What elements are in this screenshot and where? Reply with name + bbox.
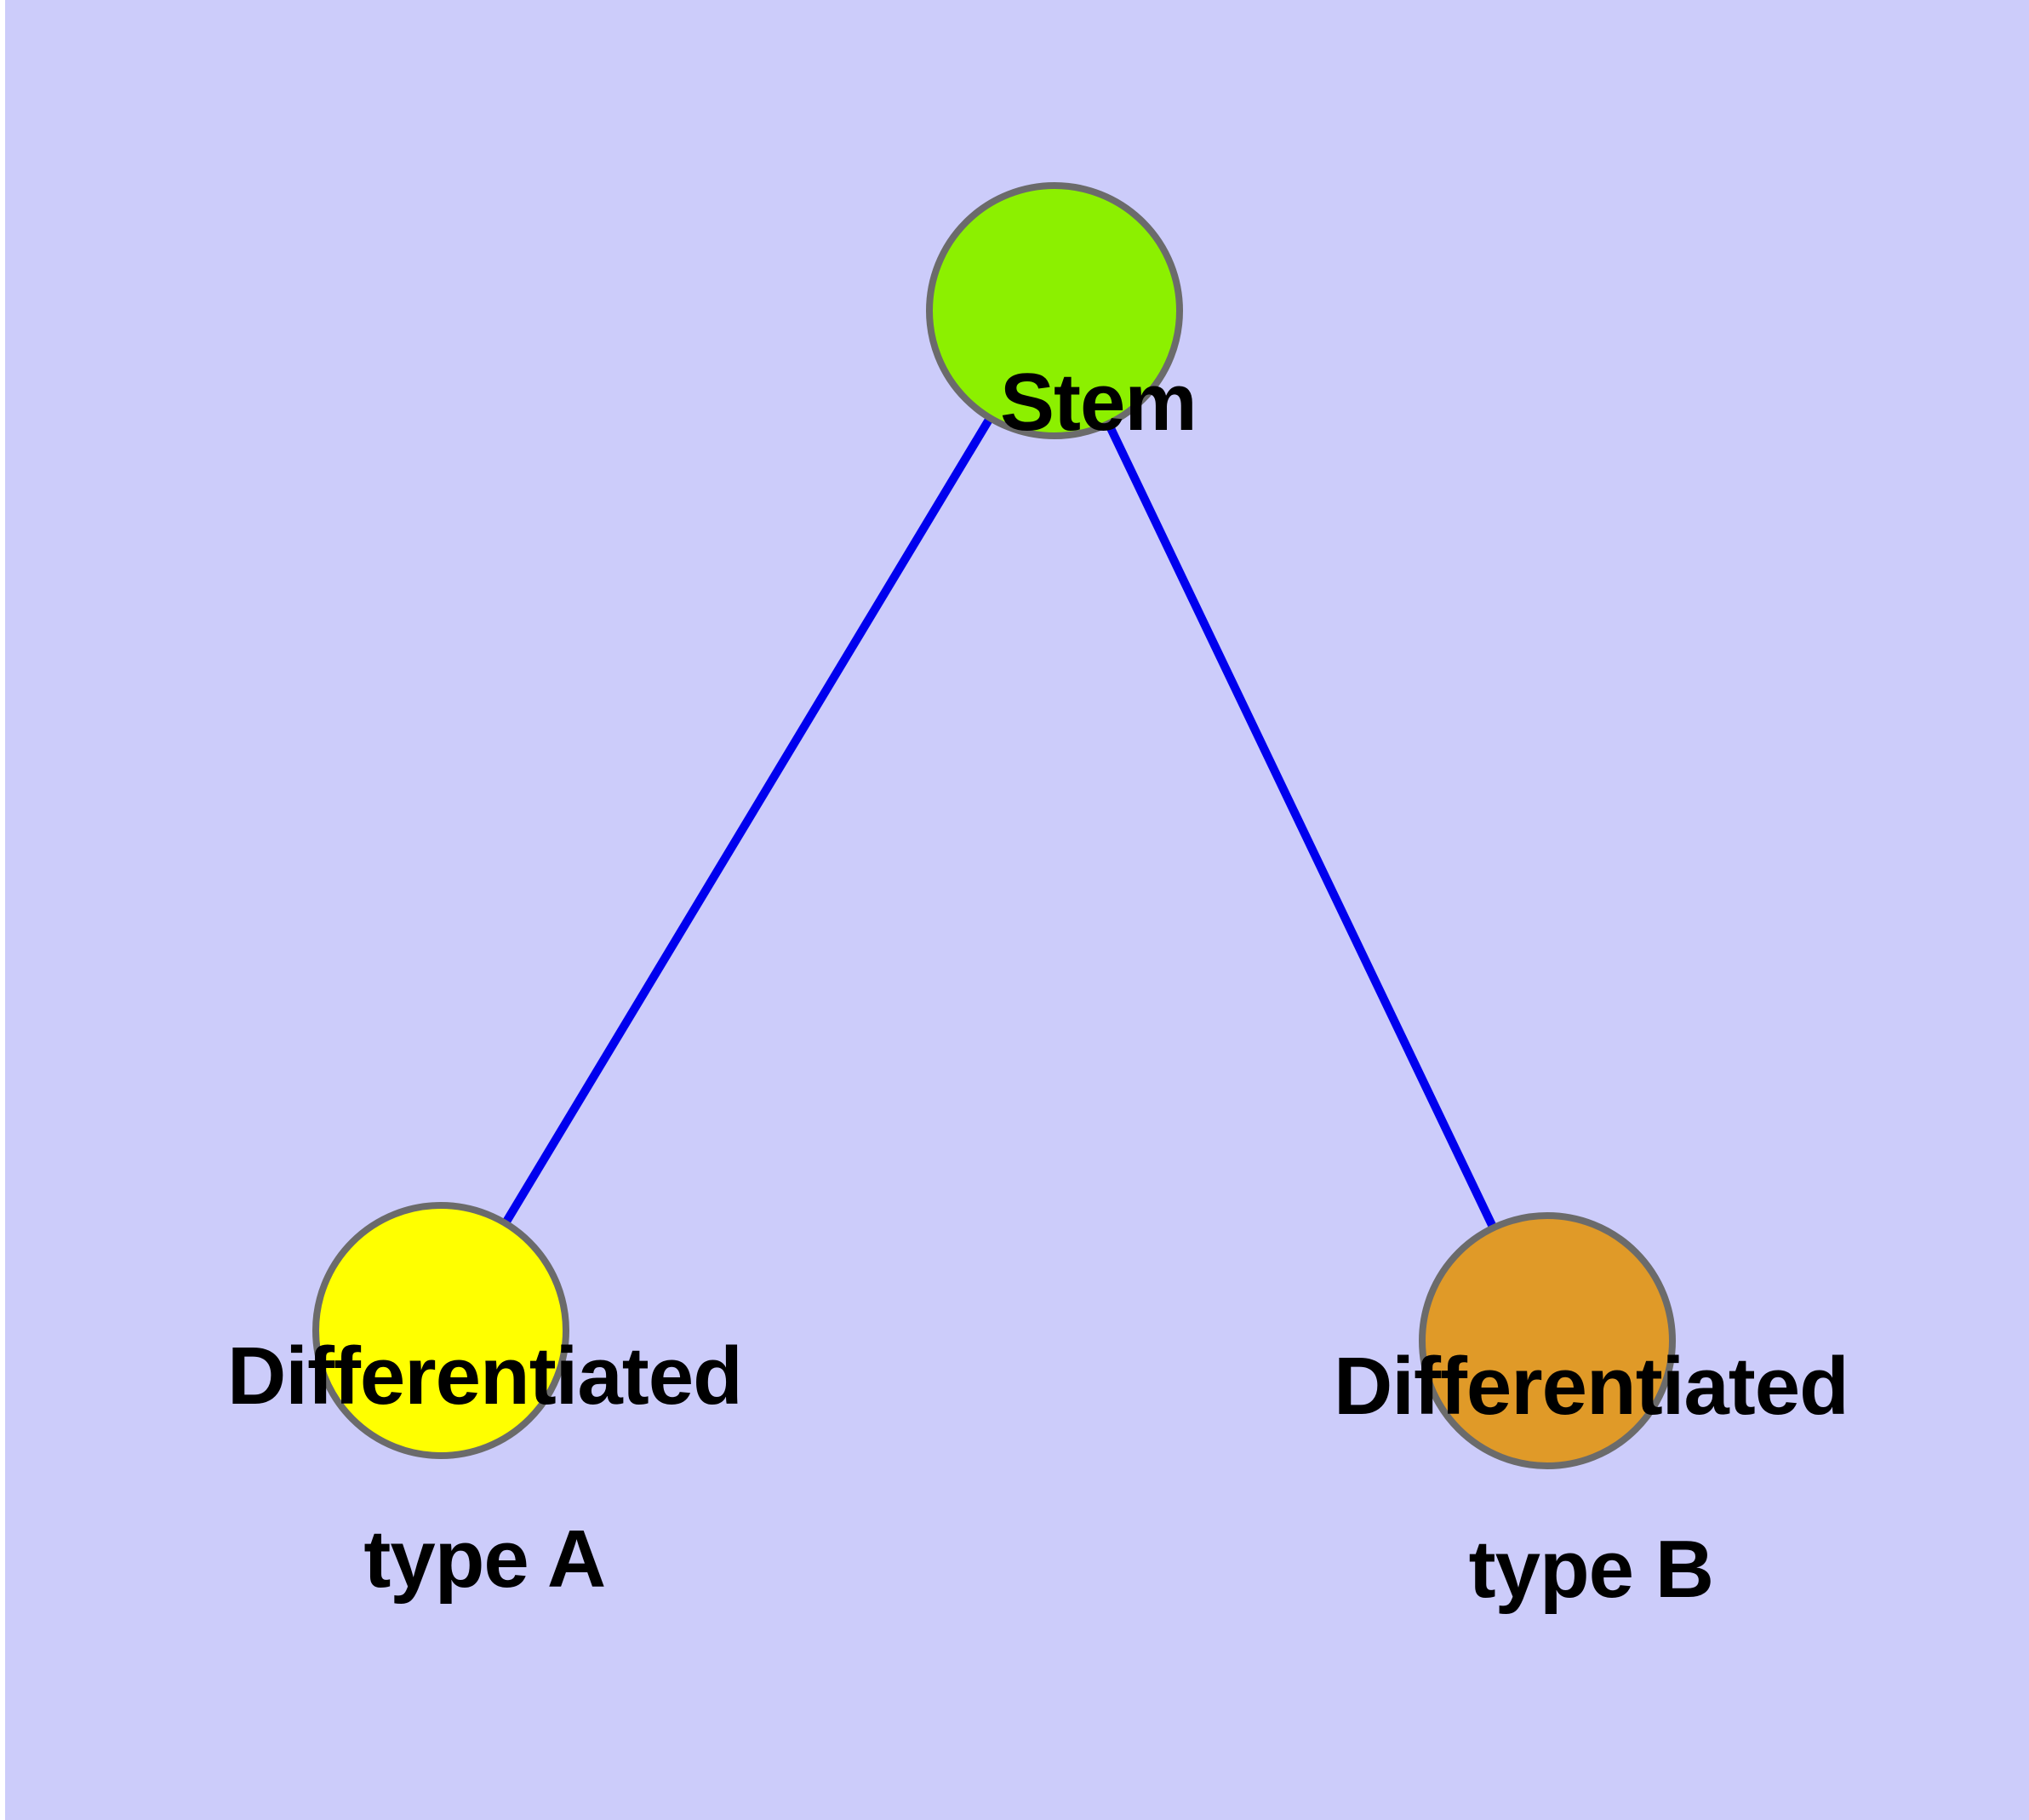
edge-stem-to-differentiated-type-a	[437, 308, 1059, 1333]
node-differentiated-type-b[interactable]	[1419, 1212, 1676, 1469]
node-stem[interactable]	[926, 182, 1183, 439]
edge-stem-to-differentiated-type-b	[1050, 308, 1552, 1343]
node-differentiated-type-a[interactable]	[312, 1202, 569, 1459]
